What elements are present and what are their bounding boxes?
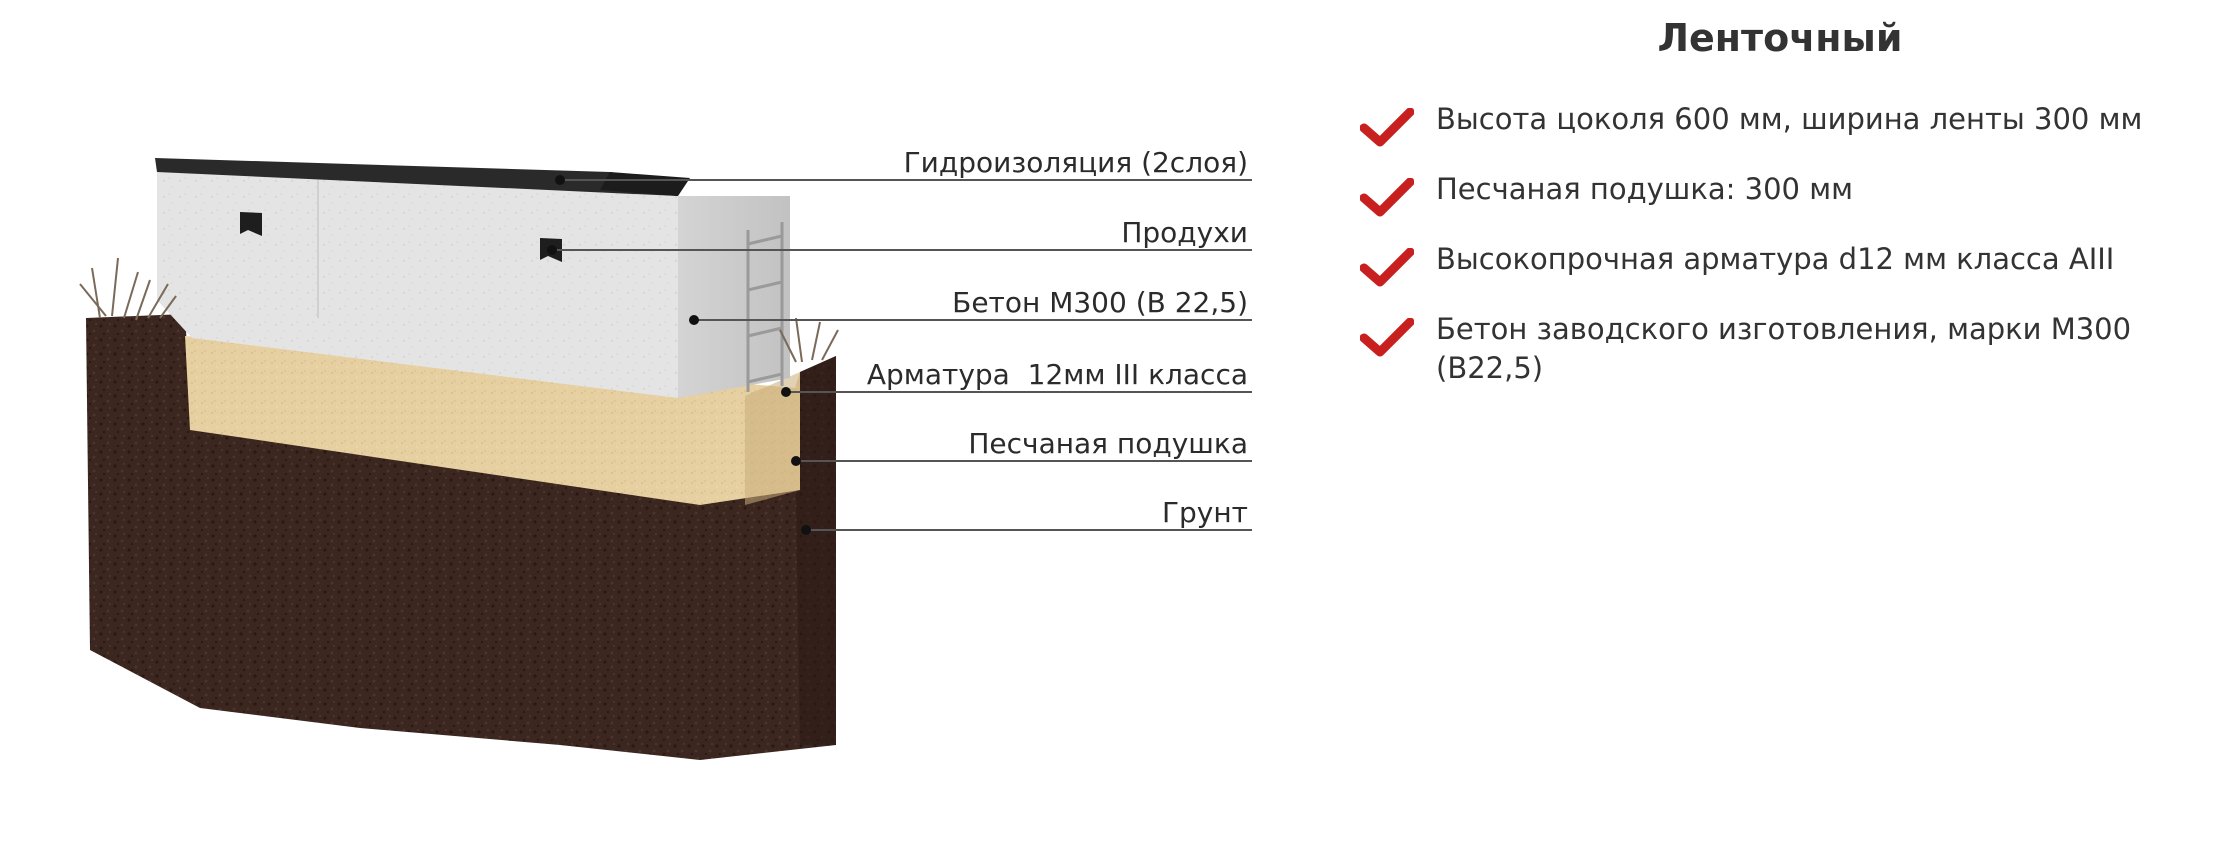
panel-title: Ленточный: [1657, 16, 1903, 60]
feature-item: Высокопрочная арматура d12 мм класса AII…: [1340, 240, 2220, 287]
feature-text: Песчаная подушка: 300 мм: [1436, 172, 1853, 206]
callout-lines: [552, 179, 1252, 531]
checkmark-icon: [1360, 248, 1414, 287]
checkmark-icon: [1360, 318, 1414, 357]
callout-dots: [547, 175, 811, 535]
label-waterproofing: Гидроизоляция (2слоя): [904, 146, 1248, 179]
label-vents: Продухи: [1121, 216, 1248, 249]
label-concrete: Бетон М300 (В 22,5): [952, 286, 1248, 319]
soil-side-shade: [795, 356, 836, 745]
label-soil: Грунт: [1162, 496, 1248, 529]
feature-list: Высота цоколя 600 мм, ширина ленты 300 м…: [1340, 100, 2220, 414]
label-sand-cushion: Песчаная подушка: [968, 427, 1248, 460]
vent-left: [240, 212, 262, 236]
soil-block: [86, 314, 836, 760]
waterproofing-layer: [155, 158, 678, 196]
concrete-strip-side: [678, 196, 790, 398]
checkmark-icon: [1360, 178, 1414, 217]
feature-item: Высота цоколя 600 мм, ширина ленты 300 м…: [1340, 100, 2220, 147]
feature-text: Бетон заводского изготовления, марки М30…: [1436, 312, 2132, 385]
foundation-illustration: Гидроизоляция (2слоя) Продухи Бетон М300…: [79, 146, 1252, 760]
concrete-strip-front: [157, 168, 678, 398]
sand-side-shade: [745, 372, 800, 505]
feature-text: Высота цоколя 600 мм, ширина ленты 300 м…: [1436, 102, 2143, 136]
info-panel: Ленточный Высота цоколя 600 мм, ширина л…: [1340, 0, 2220, 842]
label-rebar: Арматура 12мм III класса: [867, 358, 1248, 391]
foundation-diagram: Гидроизоляция (2слоя) Продухи Бетон М300…: [79, 146, 1252, 760]
grass-tuft-right: [779, 317, 839, 363]
feature-text: Высокопрочная арматура d12 мм класса AII…: [1436, 242, 2115, 276]
feature-item: Бетон заводского изготовления, марки М30…: [1340, 310, 2220, 388]
checkmark-icon: [1360, 108, 1414, 147]
feature-item: Песчаная подушка: 300 мм: [1340, 170, 2220, 217]
grass-tuft-left: [79, 257, 177, 321]
